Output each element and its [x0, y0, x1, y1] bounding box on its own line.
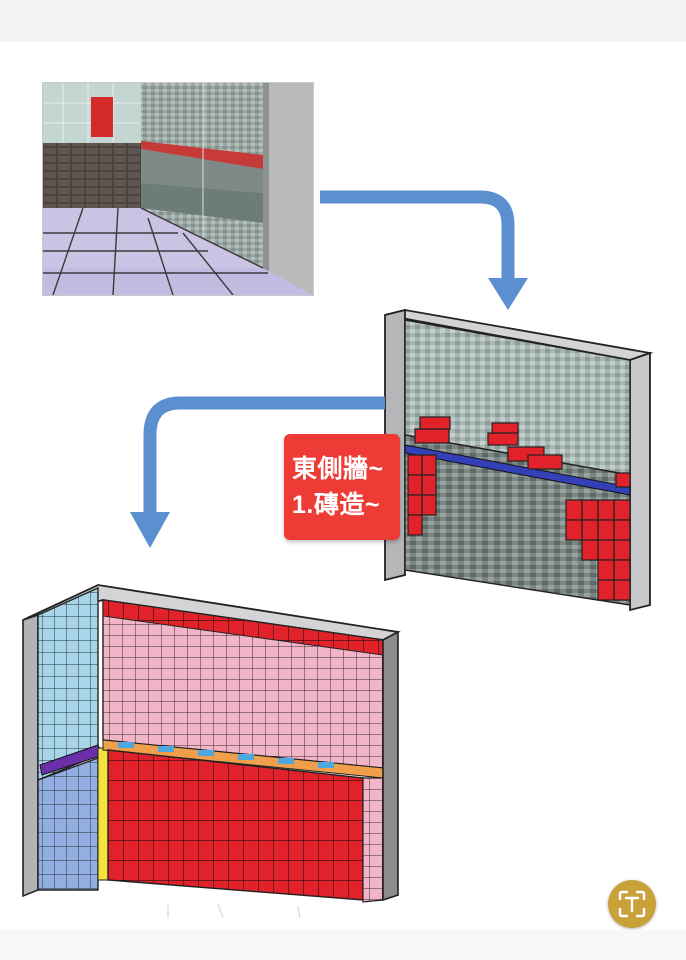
- east-wall-sketch: [380, 305, 660, 615]
- bottom-bar: [0, 930, 686, 960]
- brick-wall-sketch: [18, 580, 408, 920]
- wall-label-line2: 1.磚造~: [292, 491, 380, 519]
- arrow-left-down-icon: [130, 396, 385, 548]
- wall-photo: [42, 82, 314, 296]
- wall-label: 東側牆~ 1.磚造~: [284, 434, 400, 540]
- wall-label-line1: 東側牆~: [292, 455, 384, 483]
- top-bar: [0, 0, 686, 42]
- text-scan-icon: [618, 890, 646, 918]
- arrow-right-down-icon: [320, 190, 528, 310]
- text-recognition-button[interactable]: [608, 880, 656, 928]
